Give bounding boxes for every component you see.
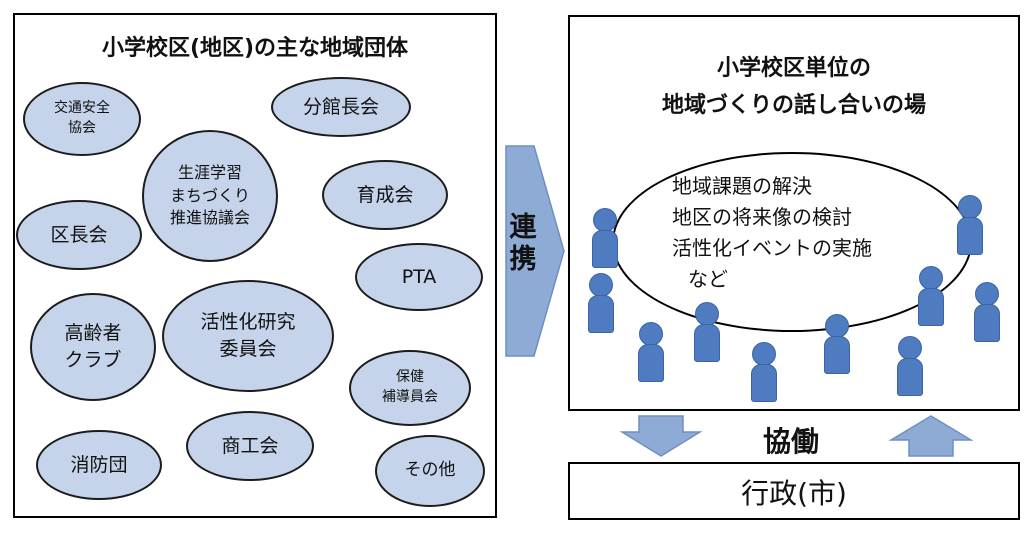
- group-pta: PTA: [355, 243, 483, 311]
- group-branch-hall-chiefs: 分館長会: [271, 77, 411, 137]
- topic-future-vision: 地区の将来像の検討: [672, 205, 852, 229]
- arrow-down-icon: [620, 415, 702, 457]
- person-icon: [895, 336, 925, 396]
- group-others: その他: [375, 435, 485, 507]
- group-traffic-safety: 交通安全 協会: [23, 82, 141, 156]
- group-commerce-industry: 商工会: [186, 411, 314, 481]
- group-fire-brigade: 消防団: [36, 430, 162, 500]
- person-icon: [916, 266, 946, 326]
- cooperation-label: 協働: [762, 425, 819, 458]
- topic-problem-solving: 地域課題の解決: [672, 174, 812, 198]
- discussion-forum-title-line2: 地域づくりの話し合いの場: [661, 93, 926, 118]
- person-icon: [692, 302, 722, 362]
- government-box: [568, 462, 1020, 520]
- group-health-guidance: 保健 補導員会: [349, 350, 471, 426]
- group-youth-council: 育成会: [322, 160, 448, 230]
- community-groups-title: 小学校区(地区)の主な地域団体: [101, 36, 409, 61]
- person-icon: [636, 322, 666, 382]
- topic-etc: など: [688, 267, 728, 291]
- person-icon: [749, 342, 779, 402]
- person-icon: [972, 282, 1002, 342]
- person-icon: [822, 314, 852, 374]
- person-icon: [955, 195, 985, 255]
- link-arrow-label: 連 携: [509, 212, 537, 276]
- government-label: 行政(市): [741, 477, 847, 510]
- group-district-chiefs: 区長会: [16, 200, 142, 270]
- link-arrow-icon: [505, 145, 565, 357]
- topic-event-implementation: 活性化イベントの実施: [672, 236, 872, 260]
- discussion-forum-title-line1: 小学校区単位の: [716, 56, 871, 81]
- person-icon: [586, 273, 616, 333]
- group-senior-club: 高齢者 クラブ: [30, 293, 156, 401]
- arrow-up-icon: [889, 415, 973, 457]
- person-icon: [590, 208, 620, 268]
- group-revitalization-committee: 活性化研究 委員会: [162, 280, 334, 392]
- group-lifelong-learning: 生涯学習 まちづくり 推進協議会: [142, 130, 278, 262]
